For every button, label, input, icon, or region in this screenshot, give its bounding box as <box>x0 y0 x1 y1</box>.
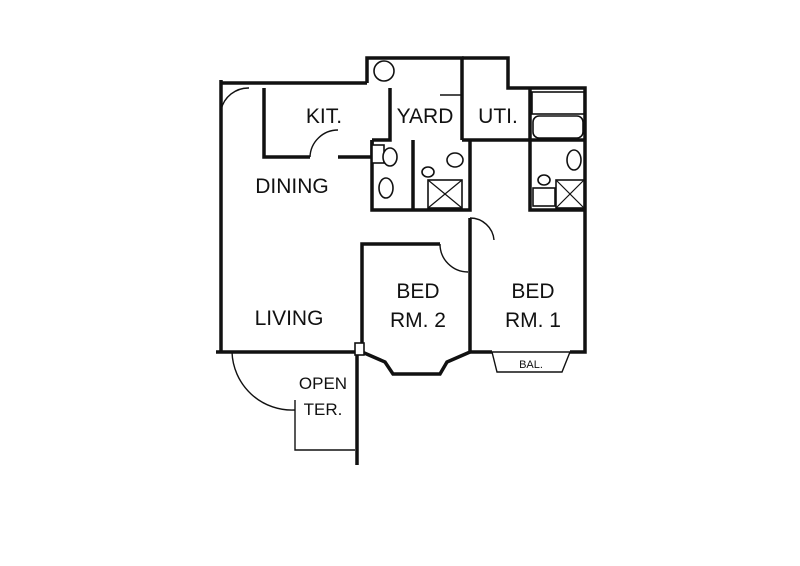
label-bedroom-1-line2: RM. 1 <box>505 309 561 332</box>
label-dining: DINING <box>255 175 329 198</box>
bedroom-walls <box>360 217 495 376</box>
entry-door-swing <box>220 87 250 111</box>
label-yard: YARD <box>397 105 454 128</box>
balcony <box>491 351 571 373</box>
label-bedroom-2-line2: RM. 2 <box>390 309 446 332</box>
label-balcony: BAL. <box>519 359 543 371</box>
open-terrace <box>231 342 365 465</box>
label-kitchen: KIT. <box>306 105 342 128</box>
label-utility: UTI. <box>478 105 518 128</box>
bathroom-walls <box>370 91 585 212</box>
label-living: LIVING <box>255 307 324 330</box>
water-heater-icon <box>531 91 585 115</box>
basin-icon <box>537 174 551 186</box>
label-open-terrace-line1: OPEN <box>299 374 347 393</box>
vent-icon <box>373 60 395 82</box>
yard-utility-walls <box>373 60 585 142</box>
vanity-icon <box>532 187 556 207</box>
bathtub-icon <box>532 115 584 139</box>
sink-icon <box>371 144 385 164</box>
label-open-terrace-line2: TER. <box>304 400 343 419</box>
label-bedroom-1-line1: BED <box>511 280 554 303</box>
toilet-icon <box>382 147 398 167</box>
toilet-icon <box>566 149 582 171</box>
basin-icon <box>421 166 435 178</box>
outer-walls <box>216 56 587 354</box>
toilet-icon <box>378 177 394 199</box>
toilet-icon <box>446 152 464 168</box>
label-bedroom-2-line1: BED <box>396 280 439 303</box>
